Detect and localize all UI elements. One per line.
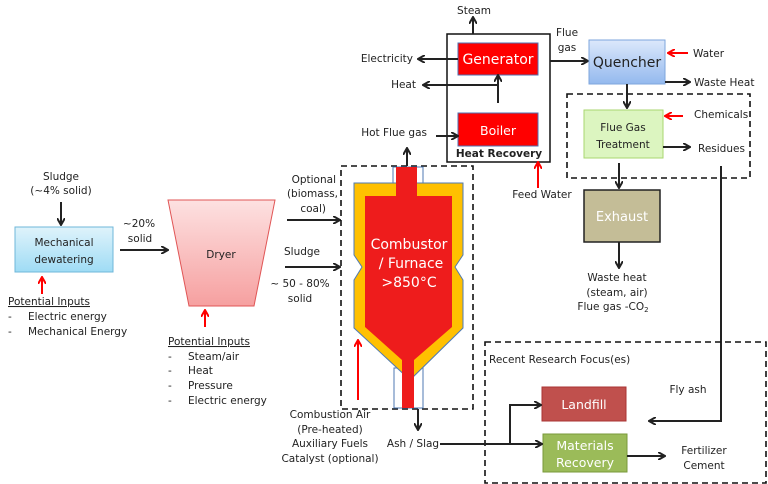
exhaust-box [583,189,661,243]
potential-input-item: Heat [188,365,213,377]
heat-label: Heat [391,79,416,91]
dewatering-label-2: dewatering [34,254,93,266]
dash: - [8,311,12,323]
furnace-label-2: / Furnace [379,256,444,272]
residues-label: Residues [698,143,745,155]
fly-ash-label: Fly ash [669,384,706,396]
treatment-dashed-boundary [566,93,751,179]
sludge-label: Sludge [284,246,320,258]
dryer-section: Dryer Potential Inputs - Steam/air - Hea… [167,199,276,407]
steam-label: Steam [457,5,491,17]
research-section: Recent Research Focus(es) Fly ash Landfi… [440,166,767,484]
exhaust-output-label: Waste heat [587,272,646,284]
exhaust-output-label: Flue gas -CO2 [577,301,648,314]
potential-input-item: Electric energy [28,311,107,323]
potential-input-item: Pressure [188,380,233,392]
optional-label: coal) [300,203,326,215]
solid-label: solid [128,233,152,245]
heat-recovery-title: Heat Recovery [456,148,542,160]
air-input-label: Catalyst (optional) [281,453,378,465]
optional-label: Optional [292,174,336,186]
landfill-label: Landfill [561,397,606,412]
exhaust-label: Exhaust [596,210,648,225]
quencher-box [588,39,666,85]
waste-heat-label: Waste Heat [694,77,754,89]
air-input-label: Auxiliary Fuels [292,438,368,450]
materials-recovery-box [542,433,628,473]
dash: - [168,380,172,392]
boiler-box [457,112,539,147]
flue-gas-co2: Flue gas -CO [577,301,644,313]
research-dashed-boundary [484,341,767,484]
furnace-label-3: >850°C [381,275,436,291]
cement-label: Cement [683,460,724,472]
dryer-shape [167,199,276,307]
quencher-label: Quencher [593,55,662,71]
solid-label: solid [288,293,312,305]
potential-inputs-title: Potential Inputs [8,296,90,308]
dash: - [168,351,172,363]
landfill-box [541,386,627,422]
dash: - [168,395,172,407]
dash: - [168,365,172,377]
dewatering-label-1: Mechanical [34,237,93,249]
ash-slag-label: Ash / Slag [387,438,439,450]
flue-gas-label-2: gas [558,42,577,54]
optional-label: (biomass, [287,188,338,200]
potential-input-item: Steam/air [188,351,240,363]
dewatering-section: Sludge (~4% solid) Mechanical dewatering… [8,171,167,338]
potential-inputs-title: Potential Inputs [168,336,250,348]
sludge-input-label: Sludge [43,171,79,183]
treatment-label-2: Treatment [595,139,649,151]
potential-input-item: Mechanical Energy [28,326,127,338]
fertilizer-label: Fertilizer [681,445,727,457]
air-input-label: Combustion Air [290,409,371,421]
furnace-chamber [365,167,452,408]
research-title: Recent Research Focus(es) [489,354,630,366]
treatment-label-1: Flue Gas [600,122,645,134]
solid-percent-label: ~ 50 - 80% [270,278,329,290]
mechanical-dewatering-box [14,226,114,273]
gas-cleaning-section: Quencher Water Waste Heat Flue Gas Treat… [566,39,754,314]
chemicals-label: Chemicals [694,109,748,121]
electricity-label: Electricity [361,53,413,65]
ash-to-landfill-arrow [509,405,540,444]
furnace-section: Optional (biomass, coal) Sludge ~ 50 - 8… [270,149,474,465]
hot-flue-gas-label: Hot Flue gas [361,127,427,139]
generator-label: Generator [462,52,533,68]
heat-recovery-section: Generator Boiler Heat Recovery Steam Ele… [361,5,587,201]
feed-water-label: Feed Water [512,189,572,201]
air-input-label: (Pre-heated) [297,424,362,436]
materials-label-1: Materials [556,438,613,453]
materials-label-2: Recovery [556,455,615,470]
boiler-label: Boiler [480,123,517,138]
dash: - [8,326,12,338]
sludge-solid-label: (~4% solid) [30,185,91,197]
flue-gas-label-1: Flue [556,27,578,39]
flue-gas-treatment-box [583,109,664,159]
exhaust-output-label: (steam, air) [586,287,647,299]
twenty-percent-label: ~20% [123,218,155,230]
co2-subscript: 2 [644,306,648,314]
potential-input-item: Electric energy [188,395,267,407]
dryer-label: Dryer [206,249,236,261]
water-label: Water [693,48,725,60]
furnace-label-1: Combustor [371,237,448,253]
fly-ash-arrow [650,166,722,421]
